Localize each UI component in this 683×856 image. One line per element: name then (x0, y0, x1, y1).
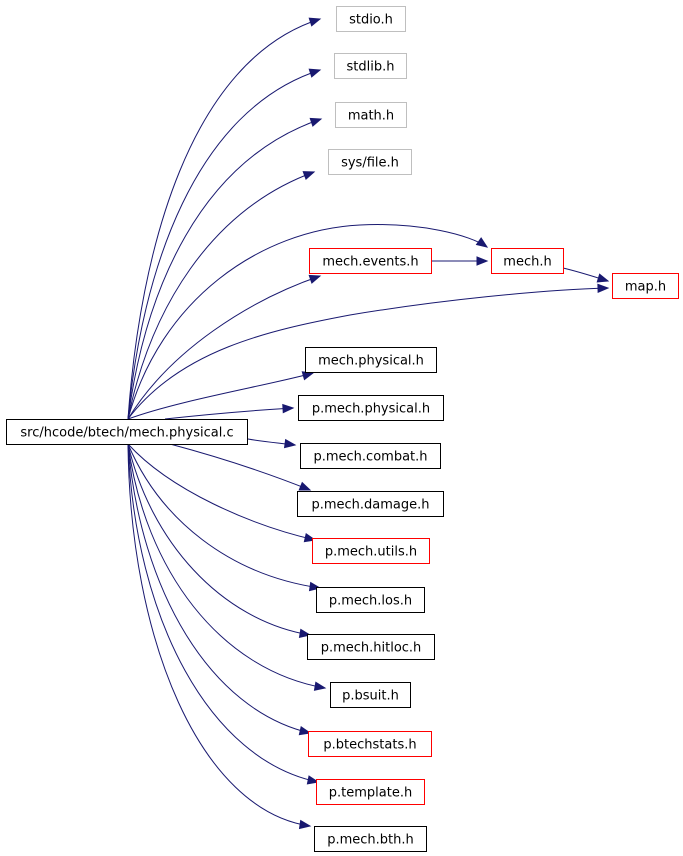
node-map[interactable]: map.h (612, 273, 679, 299)
node-label-ptemplate: p.template.h (329, 786, 412, 801)
node-pmechbth[interactable]: p.mech.bth.h (314, 826, 427, 852)
node-box-stdio (336, 6, 406, 32)
node-label-pmechcombat: p.mech.combat.h (313, 450, 427, 465)
node-label-pmechutils: p.mech.utils.h (325, 545, 417, 560)
node-box-pmechutils (312, 538, 430, 564)
node-label-root: src/hcode/btech/mech.physical.c (20, 426, 233, 441)
node-mech[interactable]: mech.h (491, 248, 564, 274)
node-sysfile[interactable]: sys/file.h (328, 149, 412, 175)
node-math[interactable]: math.h (335, 102, 407, 128)
arrowhead-root-to-pbtechstats (298, 726, 312, 736)
edge-root-to-mechphysical (127, 372, 314, 420)
edge-root-to-mechevents (127, 275, 321, 420)
node-box-pmechcombat (300, 443, 441, 469)
arrowhead-root-to-ptemplate (306, 775, 320, 785)
node-label-pmechdamage: p.mech.damage.h (311, 498, 429, 513)
arrowhead-root-to-pmechbth (298, 819, 312, 830)
node-ptemplate[interactable]: p.template.h (316, 779, 425, 805)
node-pbtechstats[interactable]: p.btechstats.h (308, 731, 432, 757)
edge-root-to-stdio (127, 18, 321, 420)
node-label-mechphysical: mech.physical.h (318, 354, 424, 369)
node-label-pbsuit: p.bsuit.h (342, 689, 399, 704)
node-label-pmechlos: p.mech.los.h (329, 594, 412, 609)
edge-root-to-pmechdamage (169, 443, 311, 491)
edge-root-to-pmechbth (127, 443, 311, 827)
node-stdlib[interactable]: stdlib.h (334, 53, 407, 79)
node-label-stdio: stdio.h (349, 13, 393, 28)
node-box-pmechbth (314, 826, 427, 852)
edge-root-to-sysfile (127, 171, 315, 420)
node-stdio[interactable]: stdio.h (336, 6, 406, 32)
node-label-mech: mech.h (503, 255, 551, 270)
node-pmechutils[interactable]: p.mech.utils.h (312, 538, 430, 564)
arrowhead-root-to-pmechcombat (283, 438, 297, 449)
node-box-sysfile (328, 149, 412, 175)
node-box-map (612, 273, 679, 299)
arrowhead-root-to-mech (475, 237, 489, 248)
node-label-stdlib: stdlib.h (347, 60, 395, 75)
edge-root-to-pmechhitloc (127, 443, 311, 636)
arrowhead-root-to-sysfile (302, 171, 316, 181)
edge-root-to-math (127, 118, 322, 420)
node-label-map: map.h (625, 280, 666, 295)
node-box-ptemplate (316, 779, 425, 805)
arrowhead-root-to-map (597, 283, 610, 294)
edge-root-to-mech (127, 224, 488, 420)
node-label-math: math.h (348, 109, 394, 124)
node-label-pbtechstats: p.btechstats.h (323, 738, 416, 753)
node-label-pmechbth: p.mech.bth.h (327, 833, 414, 848)
edge-root-to-stdlib (127, 69, 321, 420)
node-box-pmechhitloc (307, 634, 435, 660)
edge-root-to-map (127, 287, 609, 420)
arrowhead-root-to-pbsuit (313, 681, 327, 691)
arrowhead-mech-to-map (596, 273, 610, 283)
node-box-pmechdamage (297, 491, 444, 517)
node-label-mechevents: mech.events.h (322, 255, 418, 270)
arrowhead-root-to-math (309, 117, 323, 127)
edge-root-to-pmechutils (127, 443, 316, 541)
node-box-mechevents (309, 248, 432, 274)
node-box-pmechphysical (298, 395, 444, 421)
node-pmechdamage[interactable]: p.mech.damage.h (297, 491, 444, 517)
node-box-pbtechstats (308, 731, 432, 757)
arrowhead-mechevents-to-mech (476, 256, 489, 266)
edge-root-to-ptemplate (127, 443, 319, 783)
edge-root-to-pmechphysical (164, 407, 294, 420)
node-pmechlos[interactable]: p.mech.los.h (316, 587, 425, 613)
node-box-root (6, 419, 248, 445)
edge-root-to-pmechlos (127, 443, 321, 589)
node-label-pmechhitloc: p.mech.hitloc.h (321, 641, 422, 656)
arrowhead-root-to-pmechdamage (298, 481, 312, 491)
arrowhead-root-to-stdio (308, 17, 322, 27)
node-pbsuit[interactable]: p.bsuit.h (330, 682, 411, 708)
node-box-pbsuit (330, 682, 411, 708)
node-pmechcombat[interactable]: p.mech.combat.h (300, 443, 441, 469)
node-pmechhitloc[interactable]: p.mech.hitloc.h (307, 634, 435, 660)
node-box-mech (491, 248, 564, 274)
node-label-sysfile: sys/file.h (341, 156, 399, 171)
node-root[interactable]: src/hcode/btech/mech.physical.c (6, 419, 248, 445)
arrowhead-root-to-mechevents (308, 274, 322, 284)
node-box-pmechlos (316, 587, 425, 613)
node-label-pmechphysical: p.mech.physical.h (312, 402, 430, 417)
node-box-stdlib (334, 53, 407, 79)
node-box-math (335, 102, 407, 128)
node-pmechphysical[interactable]: p.mech.physical.h (298, 395, 444, 421)
edge-root-to-pbsuit (127, 443, 326, 689)
arrowhead-root-to-stdlib (308, 68, 322, 78)
node-mechevents[interactable]: mech.events.h (309, 248, 432, 274)
edge-root-to-pbtechstats (127, 443, 311, 734)
edge-layer (127, 17, 610, 830)
node-mechphysical[interactable]: mech.physical.h (305, 347, 437, 373)
node-layer: src/hcode/btech/mech.physical.c stdio.h st… (6, 6, 679, 852)
arrowhead-root-to-pmechphysical (282, 403, 295, 414)
node-box-mechphysical (305, 347, 437, 373)
